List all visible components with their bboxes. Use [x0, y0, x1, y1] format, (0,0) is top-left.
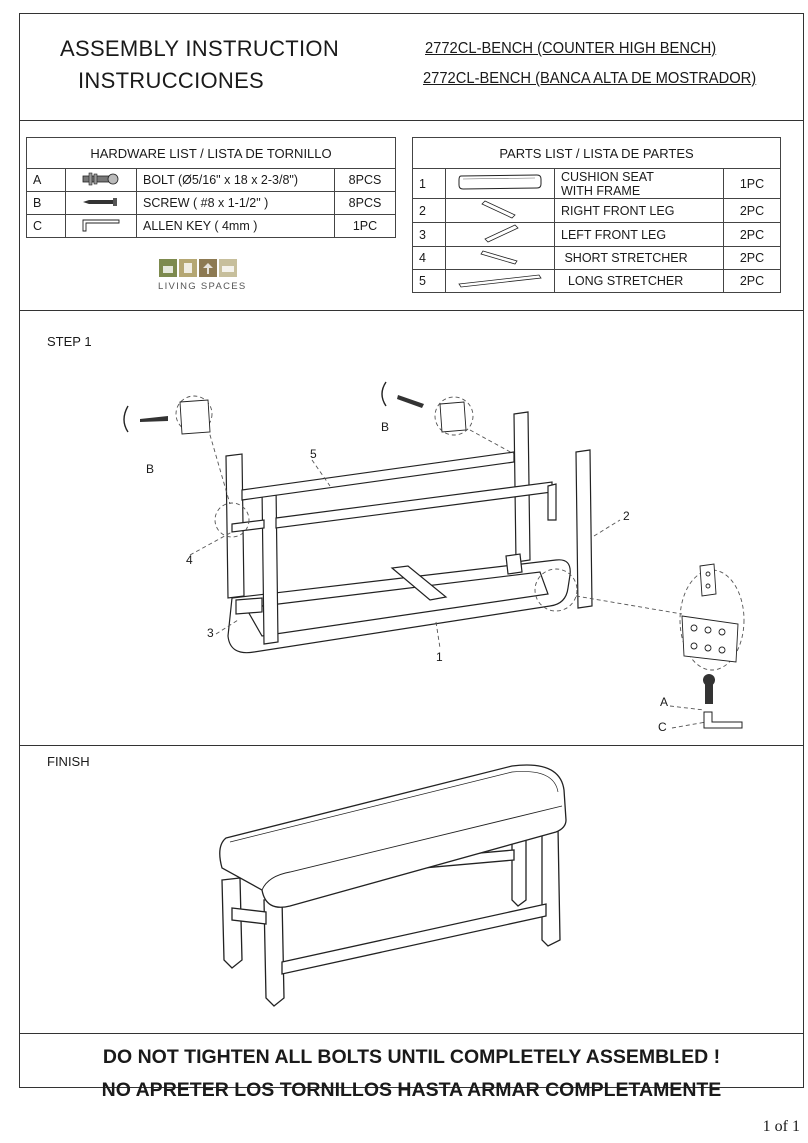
screw-left: [140, 416, 168, 422]
hardware-qty: 8PCS: [334, 168, 396, 192]
hardware-id: C: [26, 214, 66, 238]
allen-key: [703, 711, 743, 729]
parts-row: 1 CUSHION SEAT WITH FRAME 1PC: [412, 168, 781, 199]
hardware-desc: BOLT (Ø5/16" x 18 x 2-3/8"): [136, 168, 335, 192]
model-english: 2772CL-BENCH (COUNTER HIGH BENCH): [425, 40, 717, 57]
hardware-row: B SCREW ( #8 x 1-1/2" ) 8PCS: [26, 191, 396, 215]
header-divider: [19, 120, 804, 121]
right-front-leg-part2: [575, 449, 593, 609]
callout-b-top: B: [381, 420, 390, 434]
hardware-list-table: HARDWARE LIST / LISTA DE TORNILLO A BOLT…: [26, 137, 396, 238]
hardware-id: A: [26, 168, 66, 192]
short-stretcher-4: [231, 519, 265, 533]
page-frame: [19, 13, 804, 1088]
title-spanish: INSTRUCCIONES: [78, 68, 265, 93]
parts-list-table: PARTS LIST / LISTA DE PARTES 1 CUSHION S…: [412, 137, 781, 293]
step-divider: [19, 745, 804, 746]
living-spaces-logo-icon: [159, 259, 237, 277]
callout-part-2: 2: [623, 509, 630, 523]
parts-row: 3 LEFT FRONT LEG 2PC: [412, 222, 781, 247]
title-english: ASSEMBLY INSTRUCTION: [60, 36, 340, 61]
long-stretcher-top: [241, 451, 515, 501]
callout-part-4: 4: [186, 553, 193, 567]
logo-text: LIVING SPACES: [158, 281, 247, 292]
part-qty: 2PC: [723, 269, 781, 293]
detail-circle-mid: [214, 502, 250, 538]
bolt-a: [705, 680, 713, 704]
warning-spanish: NO APRETER LOS TORNILLOS HASTA ARMAR COM…: [101, 1079, 722, 1101]
callout-part-5: 5: [310, 447, 317, 461]
screw-icon: [65, 191, 137, 215]
model-spanish: 2772CL-BENCH (BANCA ALTA DE MOSTRADOR): [423, 70, 757, 87]
bolt-icon: [65, 168, 137, 192]
parts-list-heading: PARTS LIST / LISTA DE PARTES: [412, 137, 781, 169]
step1-label: STEP 1: [47, 334, 92, 349]
detail-circle-right: [534, 568, 578, 612]
part-number: 5: [412, 269, 446, 293]
hardware-qty: 1PC: [334, 214, 396, 238]
part-desc: LONG STRETCHER: [554, 269, 724, 293]
part-desc: CUSHION SEAT WITH FRAME: [554, 168, 724, 199]
callout-part-3: 3: [207, 626, 214, 640]
callout-part-1: 1: [436, 650, 443, 664]
callout-c: C: [658, 720, 667, 734]
long-stretcher-icon: [445, 269, 555, 293]
finish-divider: [19, 1033, 804, 1034]
lists-divider: [19, 310, 804, 311]
hardware-row: A BOLT (Ø5/16" x 18 x 2-3/8") 8PCS: [26, 168, 396, 192]
finish-label: FINISH: [47, 754, 90, 769]
page-number: 1 of 1: [762, 1118, 800, 1135]
screw-arrow-top: [381, 381, 387, 407]
callout-a: A: [660, 695, 669, 709]
hardware-row: C ALLEN KEY ( 4mm ) 1PC: [26, 214, 396, 238]
part-qty: 2PC: [723, 198, 781, 223]
hardware-desc: SCREW ( #8 x 1-1/2" ): [136, 191, 335, 215]
bench-seat: [219, 764, 567, 908]
detail-circle-bracket: [679, 569, 745, 671]
cushion-seat-icon: [445, 168, 555, 199]
screw-arrow-left: [123, 405, 129, 433]
part-qty: 2PC: [723, 222, 781, 247]
left-front-leg-icon: [445, 222, 555, 247]
callout-b-left: B: [146, 462, 155, 476]
short-stretcher-3: [235, 597, 263, 615]
screw-top: [397, 395, 424, 408]
part-qty: 2PC: [723, 246, 781, 270]
part-desc: RIGHT FRONT LEG: [554, 198, 724, 223]
allen-key-icon: [65, 214, 137, 238]
part-number: 4: [412, 246, 446, 270]
hardware-desc: ALLEN KEY ( 4mm ): [136, 214, 335, 238]
detail-circle-top: [434, 396, 474, 436]
parts-row: 5 LONG STRETCHER 2PC: [412, 269, 781, 293]
warning-english: DO NOT TIGHTEN ALL BOLTS UNTIL COMPLETEL…: [102, 1046, 721, 1068]
